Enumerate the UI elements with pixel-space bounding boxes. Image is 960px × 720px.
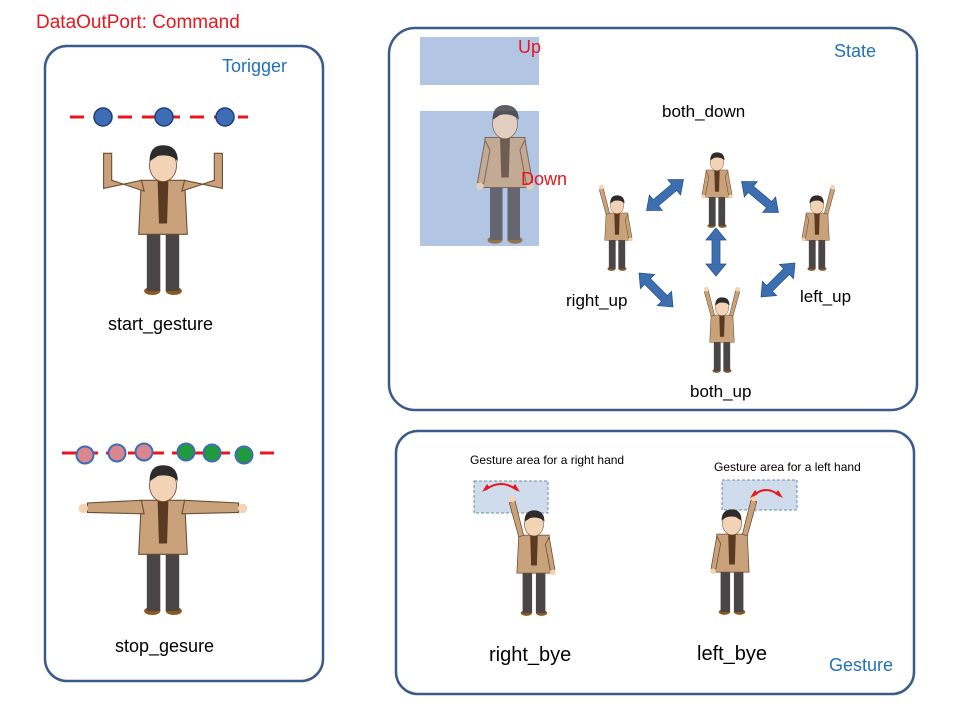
state-panel — [387, 26, 919, 412]
right-bye-arrowhead-right — [512, 484, 520, 492]
stop-marker-pink-3 — [134, 442, 154, 462]
arrow-bothdown-bothup — [705, 227, 727, 277]
arrow-leftup-bothup — [753, 255, 803, 305]
down-label: Down — [521, 169, 568, 189]
trigger-heading: Torigger — [222, 56, 288, 76]
stop-gesture-figure — [77, 464, 249, 616]
stop-marker-pink-2 — [107, 443, 127, 463]
left-bye-arrowhead-left — [750, 490, 758, 498]
start-marker-center — [154, 107, 174, 127]
page-title: DataOutPort: Command — [36, 12, 240, 33]
gesture-panel — [394, 429, 916, 696]
right-bye-arrowhead-left — [482, 484, 490, 492]
stop-marker-green-3 — [234, 445, 254, 465]
up-label: Up — [518, 37, 542, 57]
both-down-label: both_down — [662, 102, 746, 121]
trigger-panel — [43, 44, 325, 683]
stop-marker-pink-1 — [75, 445, 95, 465]
both-up-figure — [703, 286, 741, 374]
left-bye-label: left_bye — [697, 643, 768, 665]
start-marker-right — [215, 107, 235, 127]
right-bye-label: right_bye — [489, 644, 572, 666]
start-marker-left — [93, 107, 113, 127]
start-gesture-label: start_gesture — [108, 314, 214, 334]
state-heading: State — [834, 41, 877, 61]
gesture-heading: Gesture — [829, 655, 894, 675]
start-gesture-figure — [102, 144, 224, 296]
right-up-label: right_up — [566, 291, 628, 310]
arrow-bothdown-leftup — [734, 173, 786, 221]
left-bye-figure — [710, 495, 757, 615]
arrow-bothdown-rightup — [639, 171, 691, 219]
both-up-label: both_up — [690, 382, 752, 401]
stop-marker-green-2 — [202, 443, 222, 463]
left-up-figure — [801, 185, 835, 271]
stop-marker-green-1 — [176, 442, 196, 462]
left-hand-gesture-area — [721, 479, 798, 511]
left-bye-arrowhead-right — [775, 490, 783, 498]
left-up-label: left_up — [800, 287, 852, 306]
stop-gesture-label: stop_gesure — [115, 636, 215, 656]
right-area-caption: Gesture area for a right hand — [470, 453, 625, 467]
arrow-rightup-bothup — [631, 265, 681, 315]
up-zone — [420, 37, 539, 85]
right-bye-figure — [508, 495, 557, 617]
right-up-figure — [598, 184, 633, 272]
left-area-caption: Gesture area for a left hand — [714, 460, 861, 474]
both-down-figure — [701, 152, 733, 229]
